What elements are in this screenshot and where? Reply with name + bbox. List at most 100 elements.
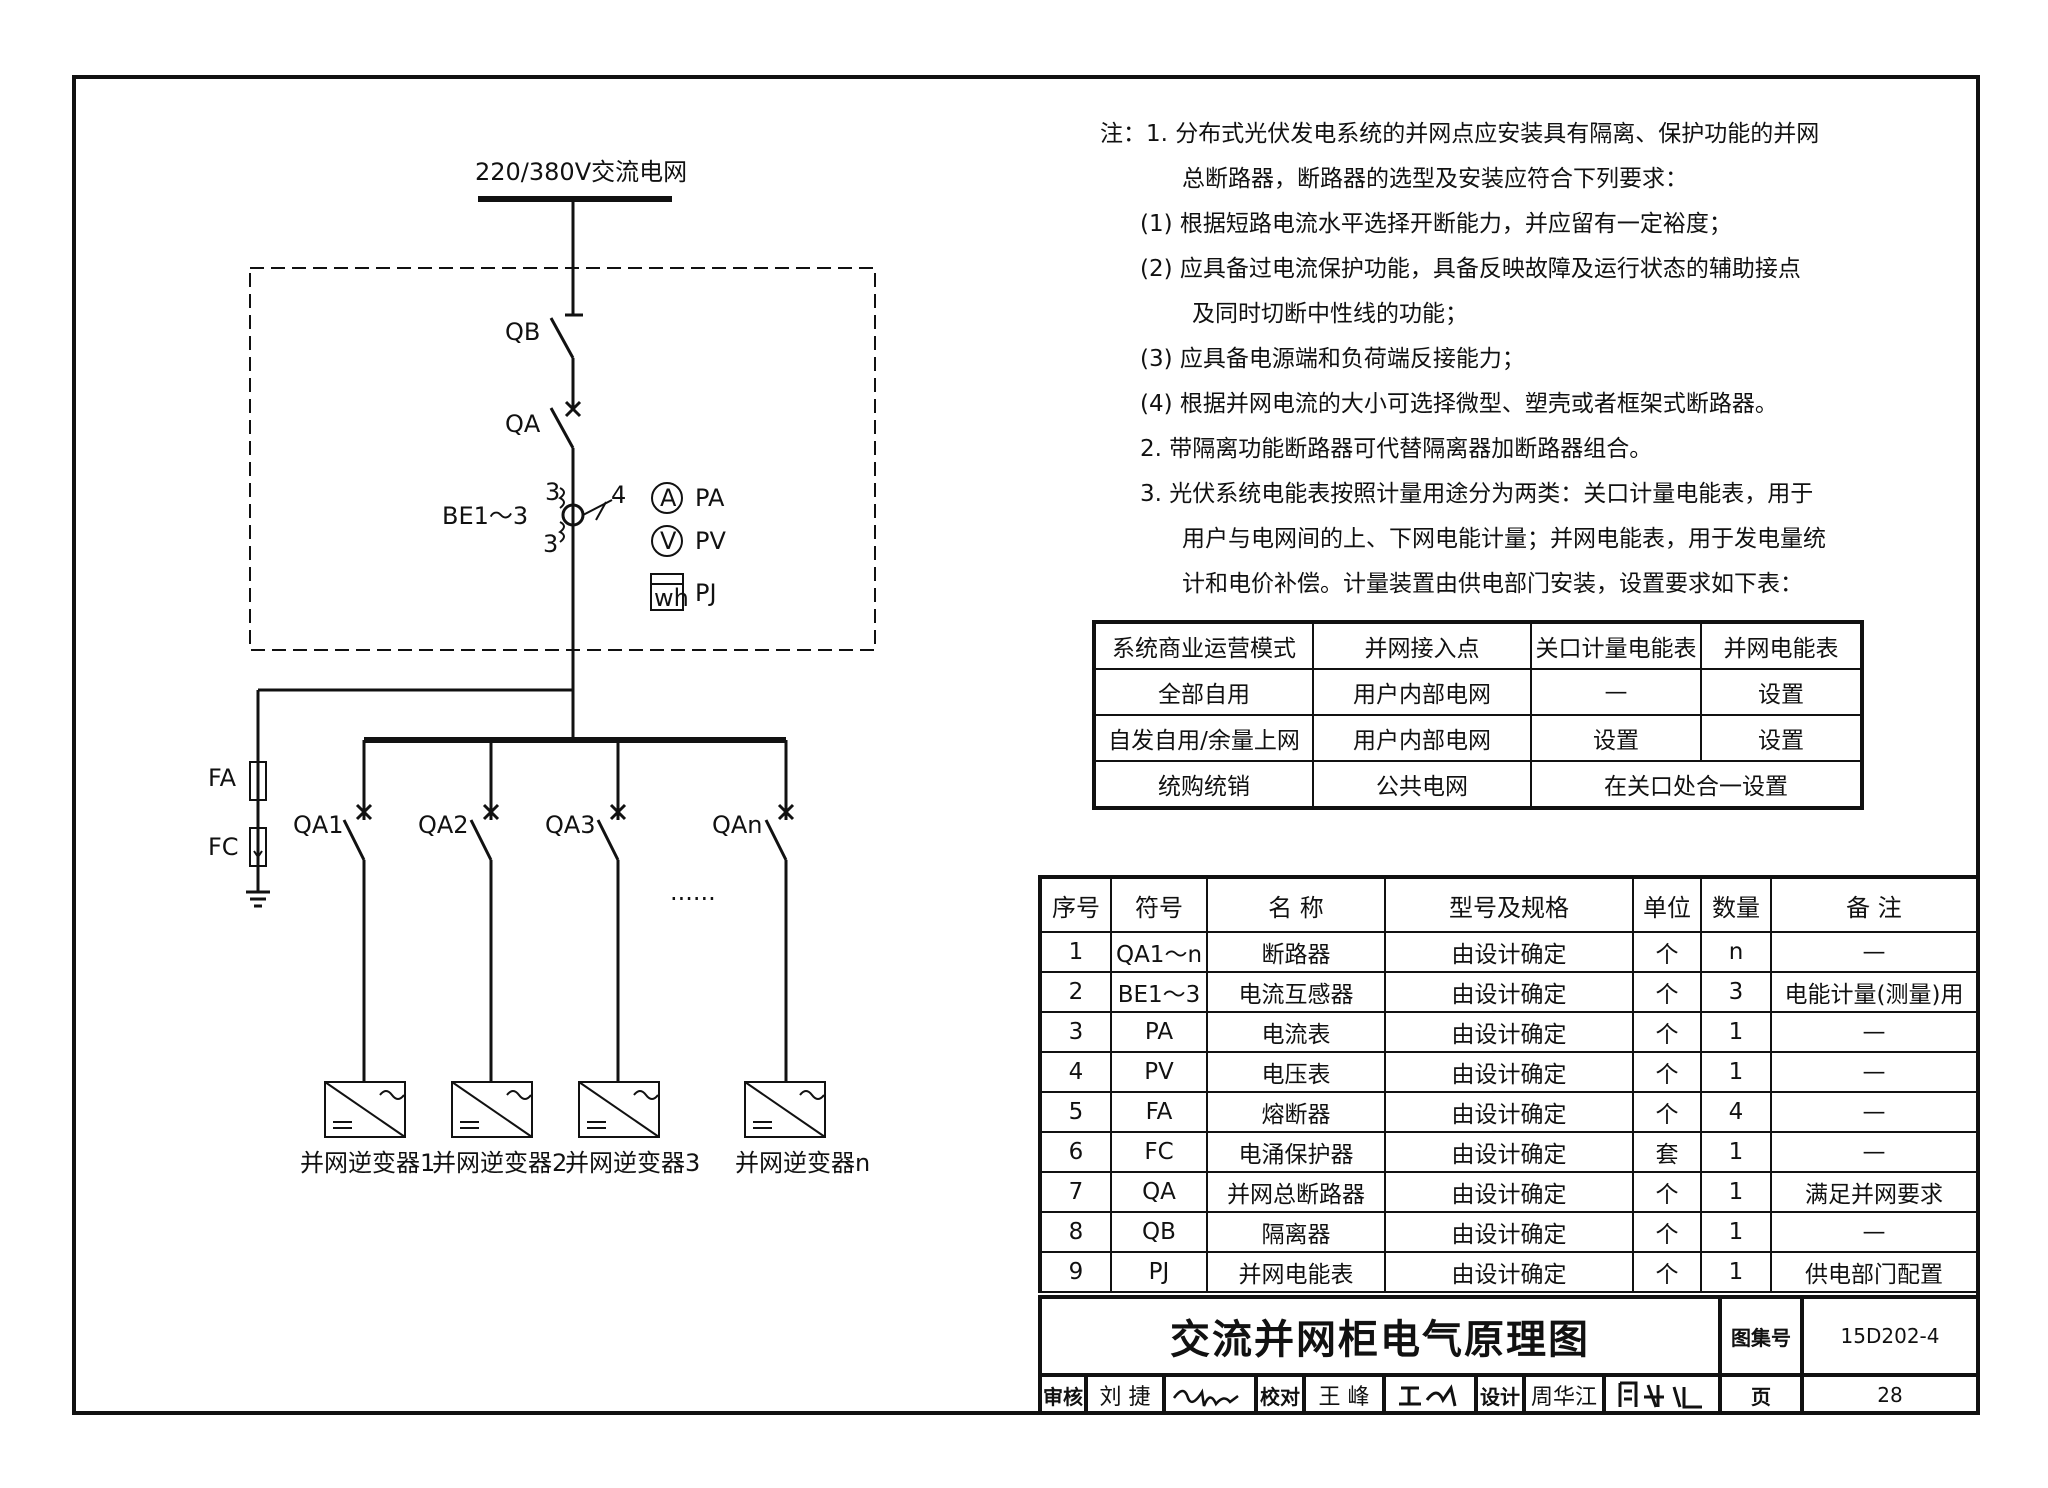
voltmeter-symbol: V	[660, 527, 677, 555]
pv-label: PV	[695, 527, 726, 555]
check-label: 校对	[1256, 1375, 1304, 1415]
table-cell: 在关口处合一设置	[1530, 760, 1863, 809]
column-header: 备 注	[1770, 876, 1978, 933]
table-cell: 由设计确定	[1384, 1131, 1634, 1173]
grid-label: 220/380V交流电网	[475, 158, 687, 186]
design-label: 设计	[1476, 1375, 1524, 1415]
note-line: (1) 根据短路电流水平选择开断能力，并应留有一定裕度；	[1140, 211, 1732, 237]
table-cell: 用户内部电网	[1312, 668, 1532, 716]
table-cell: 由设计确定	[1384, 1171, 1634, 1213]
note-line: (3) 应具备电源端和负荷端反接能力；	[1140, 346, 1525, 372]
column-header: 型号及规格	[1384, 876, 1634, 933]
column-header: 单位	[1632, 876, 1702, 933]
voltmeter-icon	[651, 525, 683, 557]
designer-signature	[1604, 1375, 1720, 1415]
qa2-label: QA2	[418, 811, 469, 839]
table-row: 全部自用 用户内部电网 — 设置	[1093, 668, 1863, 716]
table-cell: —	[1770, 1051, 1978, 1093]
ct-winding-bottom	[558, 521, 565, 543]
qa3-label: QA3	[545, 811, 596, 839]
energy-meter-icon	[650, 573, 684, 611]
table-cell: 1	[1700, 1251, 1772, 1293]
atlas-label: 图集号	[1720, 1295, 1802, 1375]
table-cell: FA	[1110, 1091, 1208, 1133]
table-cell: 由设计确定	[1384, 971, 1634, 1013]
note-line: (2) 应具备过电流保护功能，具备反映故障及运行状态的辅助接点	[1140, 256, 1801, 282]
checker-signature	[1384, 1375, 1476, 1415]
table-cell: 电流互感器	[1206, 971, 1386, 1013]
table-cell: 供电部门配置	[1770, 1251, 1978, 1293]
table-cell: PJ	[1110, 1251, 1208, 1293]
table-cell: 电压表	[1206, 1051, 1386, 1093]
table-cell: 个	[1632, 1091, 1702, 1133]
table-cell: 全部自用	[1093, 668, 1314, 716]
branch-2	[469, 740, 500, 1082]
table-cell: 熔断器	[1206, 1091, 1386, 1133]
note-line: (4) 根据并网电流的大小可选择微型、塑壳或者框架式断路器。	[1140, 391, 1778, 417]
table-cell: QA1～n	[1110, 931, 1208, 973]
energy-meter-symbol: wh	[654, 584, 689, 612]
table-cell: —	[1530, 668, 1702, 716]
ammeter-icon	[651, 482, 683, 514]
qan-label: QAn	[712, 811, 763, 839]
table-cell: 3	[1039, 1011, 1112, 1053]
table-row: 自发自用/余量上网 用户内部电网 设置 设置	[1093, 714, 1863, 762]
inverter-n-icon	[744, 1081, 826, 1138]
ct-winding-top	[558, 487, 565, 509]
table-header-row: 系统商业运营模式 并网接入点 关口计量电能表 并网电能表	[1093, 621, 1863, 670]
meter-settings-table: 系统商业运营模式 并网接入点 关口计量电能表 并网电能表 全部自用 用户内部电网…	[1092, 620, 1864, 810]
table-cell: 满足并网要求	[1770, 1171, 1978, 1213]
table-cell: n	[1700, 931, 1772, 973]
column-header: 序号	[1039, 876, 1112, 933]
table-cell: 个	[1632, 1251, 1702, 1293]
table-cell: 1	[1039, 931, 1112, 973]
table-cell: 套	[1632, 1131, 1702, 1173]
column-header: 并网电能表	[1700, 621, 1863, 670]
notes: 注：1. 分布式光伏发电系统的并网点应安装具有隔离、保护功能的并网 总断路器，断…	[1100, 112, 1826, 607]
inverter-2-icon	[451, 1081, 533, 1138]
table-cell: —	[1770, 1211, 1978, 1253]
table-cell: —	[1770, 1011, 1978, 1053]
table-cell: 电涌保护器	[1206, 1131, 1386, 1173]
qa1-label: QA1	[293, 811, 344, 839]
table-cell: 公共电网	[1312, 760, 1532, 809]
review-label: 审核	[1038, 1375, 1086, 1415]
reviewer-signature	[1164, 1375, 1256, 1415]
fa-label: FA	[208, 764, 237, 792]
drawing-frame	[72, 75, 1980, 1415]
inverter-1-label: 并网逆变器1	[300, 1149, 435, 1177]
pa-label: PA	[695, 484, 725, 512]
table-cell: 2	[1039, 971, 1112, 1013]
table-cell: —	[1770, 1091, 1978, 1133]
table-cell: 设置	[1530, 714, 1702, 762]
note-line: 2. 带隔离功能断路器可代替隔离器加断路器组合。	[1140, 436, 1653, 462]
table-row: 统购统销 公共电网 在关口处合一设置	[1093, 760, 1863, 809]
table-header-row: 序号 符号 名 称 型号及规格 单位 数量 备 注	[1039, 876, 1978, 933]
table-cell: 4	[1700, 1091, 1772, 1133]
pj-label: PJ	[695, 579, 717, 607]
table-cell: FC	[1110, 1131, 1208, 1173]
table-cell: 由设计确定	[1384, 1091, 1634, 1133]
table-cell: 个	[1632, 971, 1702, 1013]
fc-label: FC	[208, 833, 239, 861]
table-cell: 1	[1700, 1211, 1772, 1253]
inverter-2-label: 并网逆变器2	[432, 1149, 567, 1177]
table-cell: 4	[1039, 1051, 1112, 1093]
note-line: 及同时切断中性线的功能；	[1192, 301, 1468, 327]
table-cell: —	[1770, 1131, 1978, 1173]
table-cell: 自发自用/余量上网	[1093, 714, 1314, 762]
inverter-3-label: 并网逆变器3	[565, 1149, 700, 1177]
table-cell: PA	[1110, 1011, 1208, 1053]
designer-name: 周华江	[1524, 1375, 1604, 1415]
drawing-title: 交流并网柜电气原理图	[1038, 1295, 1720, 1375]
table-cell: 5	[1039, 1091, 1112, 1133]
table-cell: 个	[1632, 1211, 1702, 1253]
column-header: 并网接入点	[1312, 621, 1532, 670]
spd-symbol	[249, 827, 267, 867]
